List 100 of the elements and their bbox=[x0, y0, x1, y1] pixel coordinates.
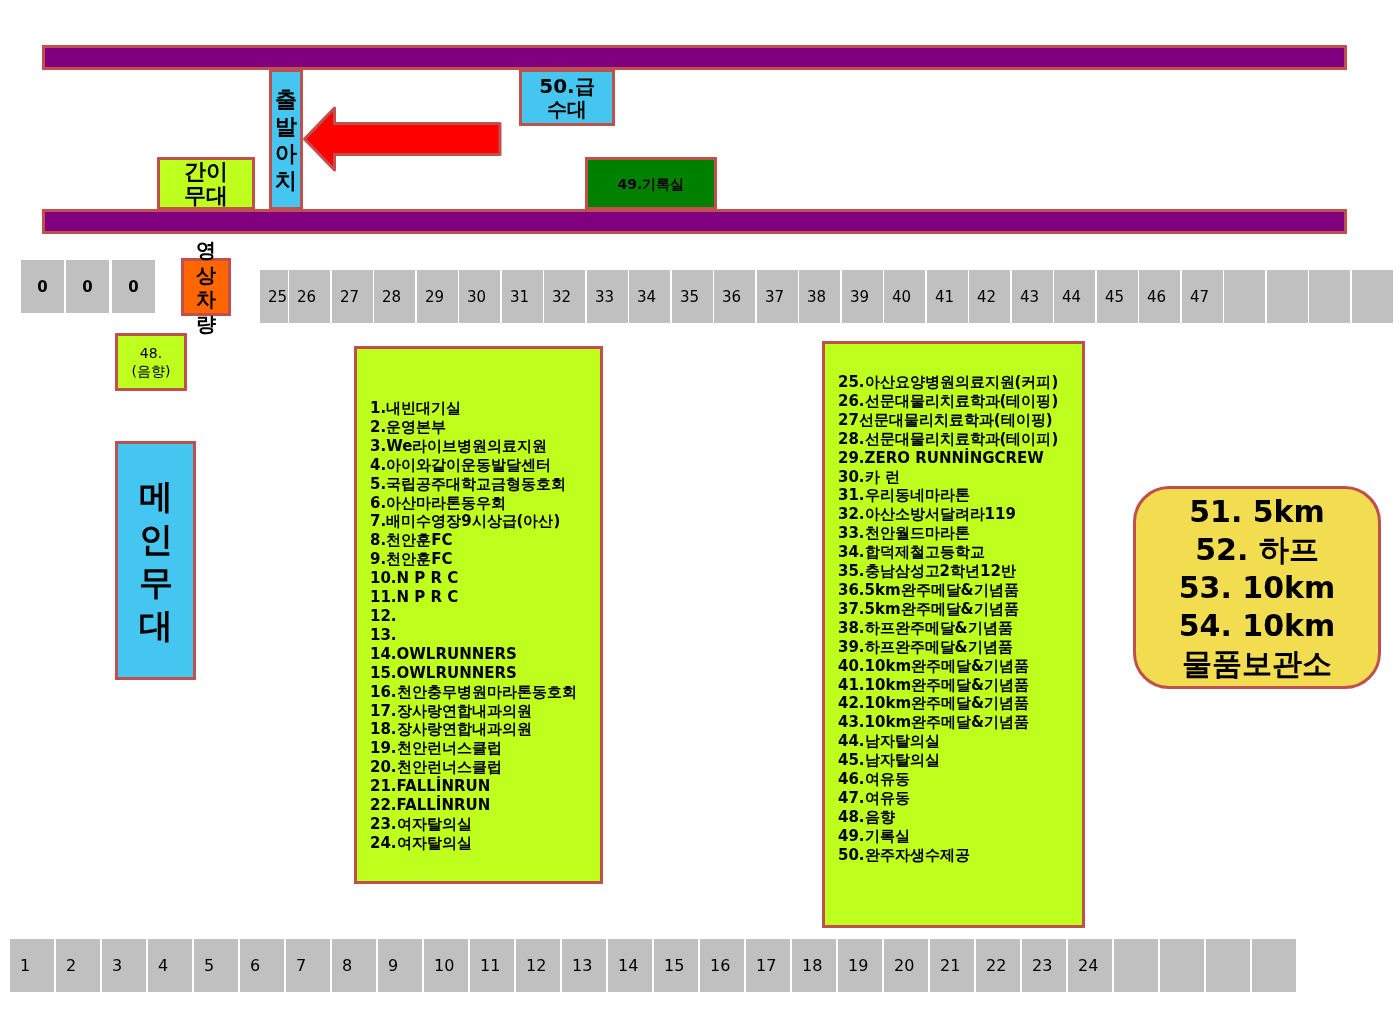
station-label: 50.급수대 bbox=[538, 74, 596, 121]
booth-tile bbox=[1206, 939, 1250, 992]
booth-list-item: 49.기록실 bbox=[838, 826, 910, 846]
booth-list-item: 5.국립공주대학교금형동호회 bbox=[370, 474, 567, 494]
booth-list-item: 20.천안런너스클럽 bbox=[370, 758, 502, 777]
booth-number: 1 bbox=[20, 956, 31, 975]
booth-list-item: 33.천안월드마라톤 bbox=[838, 524, 970, 544]
booth-list-item: 8.천안훈FC bbox=[370, 531, 453, 551]
booth-number: 14 bbox=[618, 956, 639, 975]
booth-list-item: 25.아산요양병원의료지원(커피) bbox=[838, 373, 1059, 392]
booth-tile bbox=[417, 270, 458, 323]
mini-stage-box bbox=[157, 157, 255, 210]
booth-list-item: 18.장사랑연합내과의원 bbox=[370, 720, 532, 740]
booth-number: 0 bbox=[82, 277, 93, 296]
booth-number: 43 bbox=[1020, 287, 1040, 306]
booth-list-item: 44.남자탈의실 bbox=[838, 732, 940, 752]
booth-list-item: 2.운영본부 bbox=[370, 417, 447, 437]
booth-number: 39 bbox=[850, 287, 870, 306]
booth-tile bbox=[1182, 270, 1223, 323]
booth-list-item: 32.아산소방서달려라119 bbox=[838, 505, 1016, 525]
booth-tile bbox=[516, 939, 560, 992]
booth-list-item: 21.FALLİNRUN bbox=[370, 777, 491, 796]
booth-tile bbox=[194, 939, 238, 992]
main-stage-box bbox=[115, 441, 196, 680]
booth-tile bbox=[629, 270, 670, 323]
booth-number: 45 bbox=[1105, 287, 1125, 306]
booth-tile bbox=[792, 939, 836, 992]
booth-number: 25 bbox=[268, 287, 288, 306]
booth-list-item: 14.OWLRUNNERS bbox=[370, 644, 517, 664]
booth-list-item: 4.아이와같이운동발달센터 bbox=[370, 455, 552, 475]
booth-number: 31 bbox=[510, 287, 530, 306]
booth-number: 8 bbox=[342, 956, 353, 975]
booth-tile bbox=[757, 270, 798, 323]
booth-number: 37 bbox=[765, 287, 785, 306]
booth-number: 20 bbox=[894, 956, 915, 975]
booth-list-item: 3.We라이브병원의료지원 bbox=[370, 436, 548, 456]
booth-number: 2 bbox=[66, 956, 77, 975]
booth-number: 24 bbox=[1078, 956, 1099, 975]
booth-list-item: 6.아산마라톤동우회 bbox=[370, 493, 507, 513]
booth-tile bbox=[654, 939, 698, 992]
booth-list-item: 28.선문대물리치료학과(테이피) bbox=[838, 429, 1059, 448]
booth-label: 48. (음향) bbox=[130, 344, 172, 380]
booth-tile bbox=[502, 270, 543, 323]
booth-tile bbox=[700, 939, 744, 992]
booth-list-item: 43.10km완주메달&기념품 bbox=[838, 713, 1030, 733]
booth-tile bbox=[102, 939, 146, 992]
booth-list-item: 39.하프완주메달&기념품 bbox=[838, 637, 1013, 657]
booth-tile bbox=[746, 939, 790, 992]
booth-number: 0 bbox=[37, 277, 48, 296]
timing-room-box bbox=[585, 157, 717, 210]
booth-number: 0 bbox=[128, 277, 139, 296]
booth-tile bbox=[112, 260, 155, 313]
booth-tile bbox=[969, 270, 1010, 323]
booth-tile bbox=[714, 270, 755, 323]
booth-number: 17 bbox=[756, 956, 777, 975]
booth-tile bbox=[148, 939, 192, 992]
booth-tile bbox=[1267, 270, 1308, 323]
booth-tile bbox=[459, 270, 500, 323]
arch-label: 출발아치 bbox=[274, 85, 298, 194]
booth-number: 46 bbox=[1147, 287, 1167, 306]
booth-list-item: 17.장사랑연합내과의원 bbox=[370, 701, 532, 721]
booth-tile bbox=[587, 270, 628, 323]
booth-list-item: 22.FALLİNRUN bbox=[370, 796, 491, 815]
booth-number: 35 bbox=[680, 287, 700, 306]
booth-number: 9 bbox=[388, 956, 399, 975]
booth-tile bbox=[838, 939, 882, 992]
stage-label: 메인무대 bbox=[137, 474, 174, 647]
booth-tile bbox=[799, 270, 840, 323]
booth-tile bbox=[1139, 270, 1180, 323]
booth-number: 32 bbox=[552, 287, 572, 306]
booth-number: 11 bbox=[480, 956, 501, 975]
booth-number: 40 bbox=[892, 287, 912, 306]
booth-tile bbox=[10, 939, 54, 992]
booth-number: 13 bbox=[572, 956, 593, 975]
booth-list-item: 12. bbox=[370, 606, 397, 626]
storage-item: 54. 10km bbox=[1178, 606, 1336, 645]
storage-item: 물품보관소 bbox=[1182, 644, 1332, 683]
booth-number: 28 bbox=[382, 287, 402, 306]
booth-number: 4 bbox=[158, 956, 169, 975]
booth-list-item: 27선문대물리치료학과(테이핑) bbox=[838, 410, 1053, 430]
booth-list-item: 35.충남삼성고2학년12반 bbox=[838, 562, 1016, 581]
booth-list-item: 23.여자탈의실 bbox=[370, 814, 472, 834]
water-station-box bbox=[519, 69, 615, 126]
booth-list-item: 45.남자탈의실 bbox=[838, 751, 940, 771]
booth-tile bbox=[470, 939, 514, 992]
booth-list-item: 19.천안런너스클럽 bbox=[370, 739, 502, 759]
booth-list-item: 41.10km완주메달&기념품 bbox=[838, 675, 1030, 695]
booth-number: 44 bbox=[1062, 287, 1082, 306]
direction-arrow bbox=[303, 106, 502, 172]
baggage-storage-box bbox=[1133, 486, 1381, 689]
booth-tile bbox=[884, 939, 928, 992]
booth-tile bbox=[332, 939, 376, 992]
booth-tile bbox=[1309, 270, 1350, 323]
booth-number: 23 bbox=[1032, 956, 1053, 975]
booth-tile bbox=[289, 270, 330, 323]
booth-tile bbox=[1114, 939, 1158, 992]
storage-item: 52. 하프 bbox=[1195, 530, 1319, 569]
booth-tile bbox=[66, 260, 109, 313]
booth-number: 29 bbox=[425, 287, 445, 306]
booth-number: 5 bbox=[204, 956, 215, 975]
